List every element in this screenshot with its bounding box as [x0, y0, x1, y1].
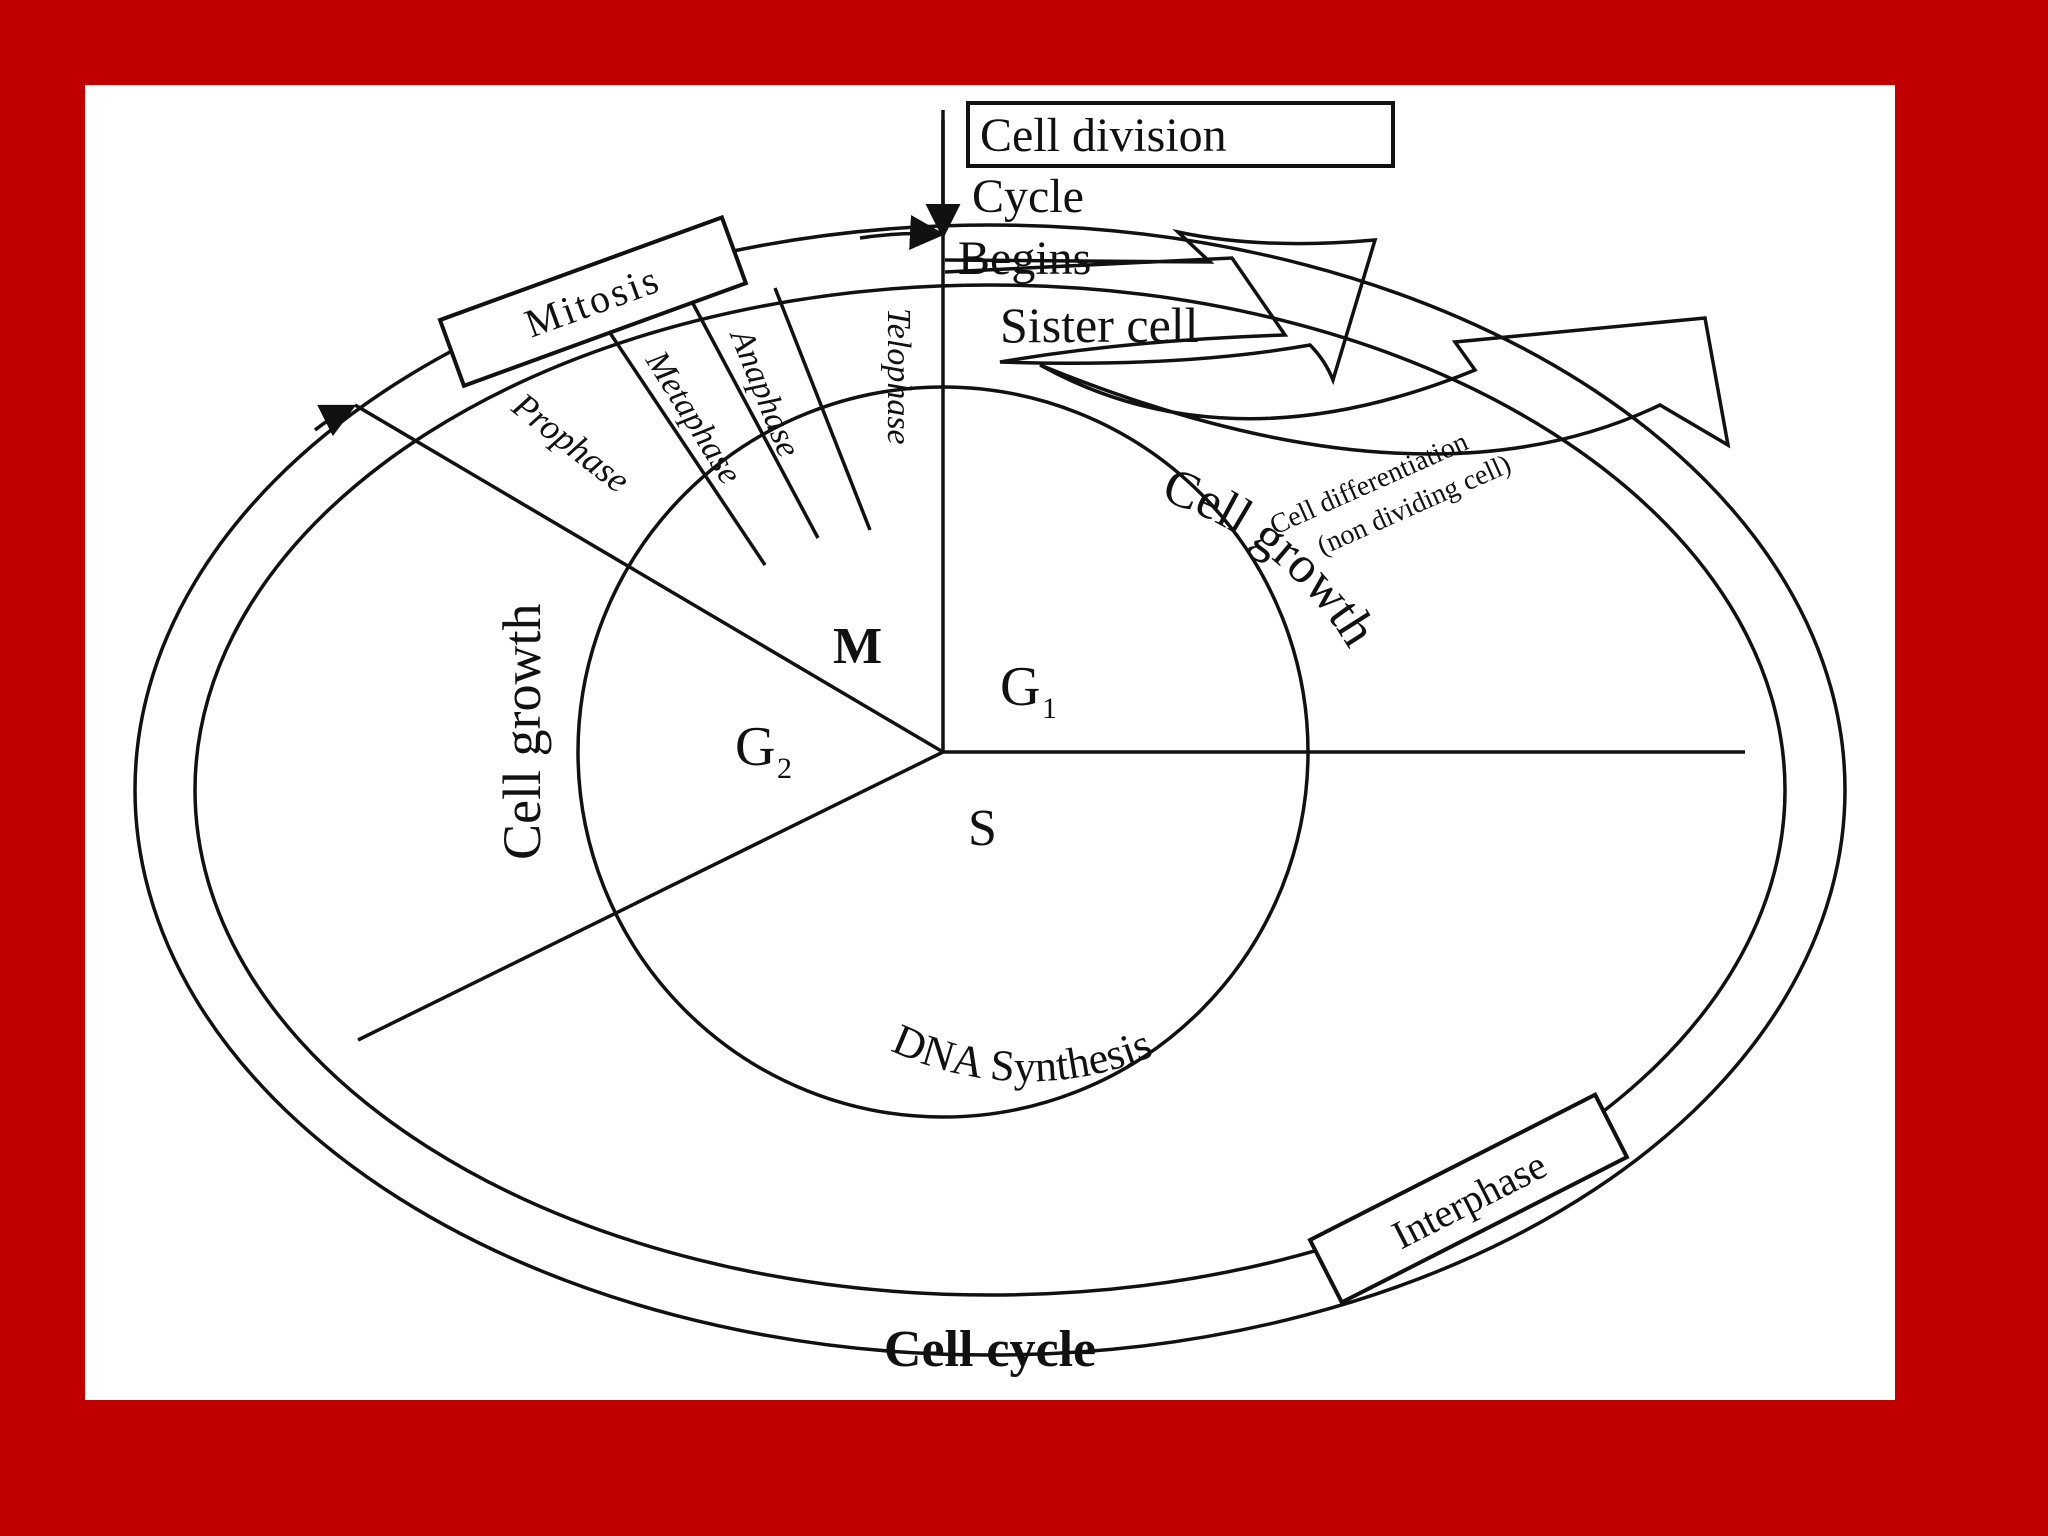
sister-cell-label: Sister cell — [1000, 297, 1199, 353]
separator-metaphase-anaphase — [688, 297, 820, 539]
cell-division-label: Cell division — [980, 109, 1227, 162]
sister-cell-arrow — [944, 228, 1378, 386]
differentiation-arrow — [1039, 316, 1731, 456]
cell-division-box — [966, 101, 1395, 168]
g1-phase-letter: G — [1000, 656, 1040, 718]
division-line-g2-m — [354, 403, 944, 754]
g1-phase-sub: 1 — [1042, 692, 1057, 725]
division-line-g2-s — [357, 750, 944, 1042]
m-phase-label: M — [833, 618, 882, 675]
mitosis-box — [437, 214, 749, 389]
begins-label: Begins — [958, 232, 1091, 285]
g2-phase-sub: 2 — [777, 752, 792, 785]
telophase-label: Telophase — [880, 308, 917, 445]
middle-ring — [193, 283, 1787, 1297]
s-phase-label: S — [968, 800, 997, 857]
outer-ring — [133, 223, 1847, 1357]
cycle-label: Cycle — [972, 170, 1084, 223]
arrow-outer-top — [859, 215, 945, 251]
diagram-title: Cell cycle — [884, 1321, 1096, 1378]
arrow-outer-left — [313, 404, 357, 437]
separator-prophase-metaphase — [596, 314, 767, 566]
g2-phase-letter: G — [735, 716, 775, 778]
separator-anaphase-telophase — [773, 287, 872, 531]
cell-growth-left-label: Cell growth — [492, 604, 552, 860]
interphase-box — [1307, 1092, 1630, 1306]
diagram-panel — [85, 85, 1895, 1400]
